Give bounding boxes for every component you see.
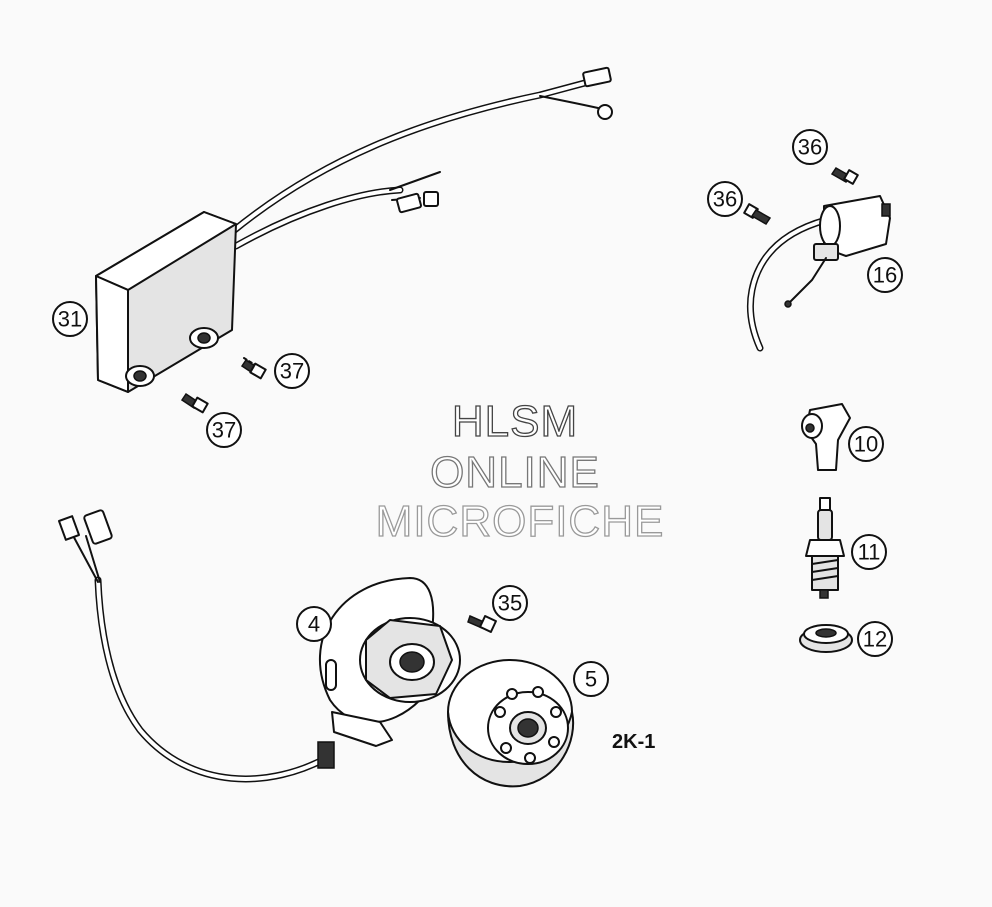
spark-plug-cap-part xyxy=(801,403,851,471)
cdi-screw-upper-part xyxy=(240,357,267,380)
svg-text:35: 35 xyxy=(498,591,522,616)
svg-text:16: 16 xyxy=(873,263,897,288)
cdi-unit-part xyxy=(95,66,613,393)
watermark-line-3: MICROFICHE xyxy=(376,497,665,546)
stator-screw-part xyxy=(467,614,497,633)
stator-part xyxy=(58,509,461,783)
svg-text:12: 12 xyxy=(863,627,887,652)
plug-washer-part xyxy=(799,624,853,653)
svg-text:10: 10 xyxy=(854,432,878,457)
callout-ignition-coil: 16 xyxy=(867,257,903,293)
callout-spark-plug: 11 xyxy=(851,534,887,570)
watermark-line-2: ONLINE xyxy=(430,448,600,497)
coil-screw-top-part xyxy=(830,167,859,185)
cdi-screw-lower-part xyxy=(180,392,209,414)
svg-text:31: 31 xyxy=(58,307,82,332)
coil-screw-left-part xyxy=(743,203,772,225)
ignition-coil-part xyxy=(746,195,891,352)
callout-plug-washer: 12 xyxy=(857,621,893,657)
callout-cdi-screw-lower: 37 xyxy=(206,412,242,448)
callout-rotor: 5 xyxy=(573,661,609,697)
svg-text:4: 4 xyxy=(308,612,320,637)
callout-cdi-unit: 31 xyxy=(52,301,88,337)
svg-text:11: 11 xyxy=(858,540,881,565)
diagram-code: 2K-1 xyxy=(612,731,655,753)
svg-text:36: 36 xyxy=(798,135,822,160)
callout-cdi-screw-upper: 37 xyxy=(274,353,310,389)
svg-text:36: 36 xyxy=(713,187,737,212)
callout-spark-plug-cap: 10 xyxy=(848,426,884,462)
callout-coil-screw-top: 36 xyxy=(792,129,828,165)
callout-stator-screw: 35 xyxy=(492,585,528,621)
spark-plug-part xyxy=(805,497,845,599)
svg-text:37: 37 xyxy=(212,418,236,443)
svg-text:5: 5 xyxy=(585,667,597,692)
watermark-line-1: HLSM xyxy=(452,397,578,446)
rotor-part xyxy=(447,659,575,788)
callout-stator: 4 xyxy=(296,606,332,642)
callout-coil-screw-left: 36 xyxy=(707,181,743,217)
svg-text:37: 37 xyxy=(280,359,304,384)
